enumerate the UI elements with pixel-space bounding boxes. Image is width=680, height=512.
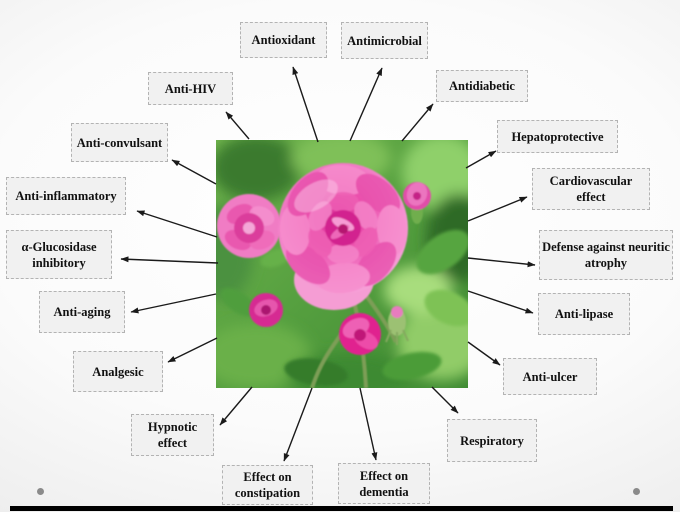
label-anti-ulcer: Anti-ulcer — [503, 358, 597, 395]
arrow-effect-on-dementia — [359, 387, 378, 461]
label-respiratory: Respiratory — [447, 419, 537, 462]
label-antioxidant: Antioxidant — [240, 22, 327, 58]
arrow-alpha-glucosidase-inhibitory — [120, 256, 219, 264]
label-hypnotic-effect: Hypnotic effect — [131, 414, 214, 456]
label-hepatoprotective: Hepatoprotective — [497, 120, 618, 153]
label-effect-on-dementia: Effect on dementia — [338, 463, 430, 504]
arrow-hypnotic-effect — [219, 386, 253, 426]
label-anti-hiv: Anti-HIV — [148, 72, 233, 105]
left-rose — [217, 194, 281, 258]
arrow-antimicrobial — [349, 67, 383, 142]
label-anti-lipase: Anti-lipase — [538, 293, 630, 335]
decor-dot-right — [633, 488, 640, 495]
rose-buds — [249, 182, 431, 355]
arrow-cardiovascular-effect — [467, 196, 528, 222]
label-anti-aging: Anti-aging — [39, 291, 125, 333]
arrow-anti-inflammatory — [136, 210, 218, 238]
rose-photo — [194, 132, 492, 400]
arrow-antidiabetic — [401, 103, 434, 142]
bottom-bar — [10, 506, 673, 511]
label-anti-inflammatory: Anti-inflammatory — [6, 177, 126, 215]
arrow-anti-aging — [130, 293, 217, 314]
label-analgesic: Analgesic — [73, 351, 163, 392]
label-cardiovascular-effect: Cardiovascular effect — [532, 168, 650, 210]
arrow-anti-ulcer — [467, 341, 501, 366]
arrow-defense-against-neuritic-atrophy — [467, 257, 536, 268]
label-alpha-glucosidase-inhibitory: α-Glucosidase inhibitory — [6, 230, 112, 279]
arrow-hepatoprotective — [465, 150, 497, 169]
label-antidiabetic: Antidiabetic — [436, 70, 528, 102]
arrow-antioxidant — [292, 66, 319, 143]
decor-dot-left — [37, 488, 44, 495]
arrow-effect-on-constipation — [283, 387, 313, 462]
label-defense-against-neuritic-atrophy: Defense against neuritic atrophy — [539, 230, 673, 280]
label-antimicrobial: Antimicrobial — [341, 22, 428, 59]
arrow-anti-hiv — [225, 111, 250, 140]
arrow-anti-convulsant — [171, 159, 217, 185]
arrow-anti-lipase — [467, 290, 534, 314]
label-anti-convulsant: Anti-convulsant — [71, 123, 168, 162]
main-rose — [278, 163, 408, 310]
arrow-analgesic — [167, 337, 218, 363]
arrow-respiratory — [431, 386, 459, 414]
label-effect-on-constipation: Effect on constipation — [222, 465, 313, 505]
rose-photo-svg — [194, 132, 492, 400]
